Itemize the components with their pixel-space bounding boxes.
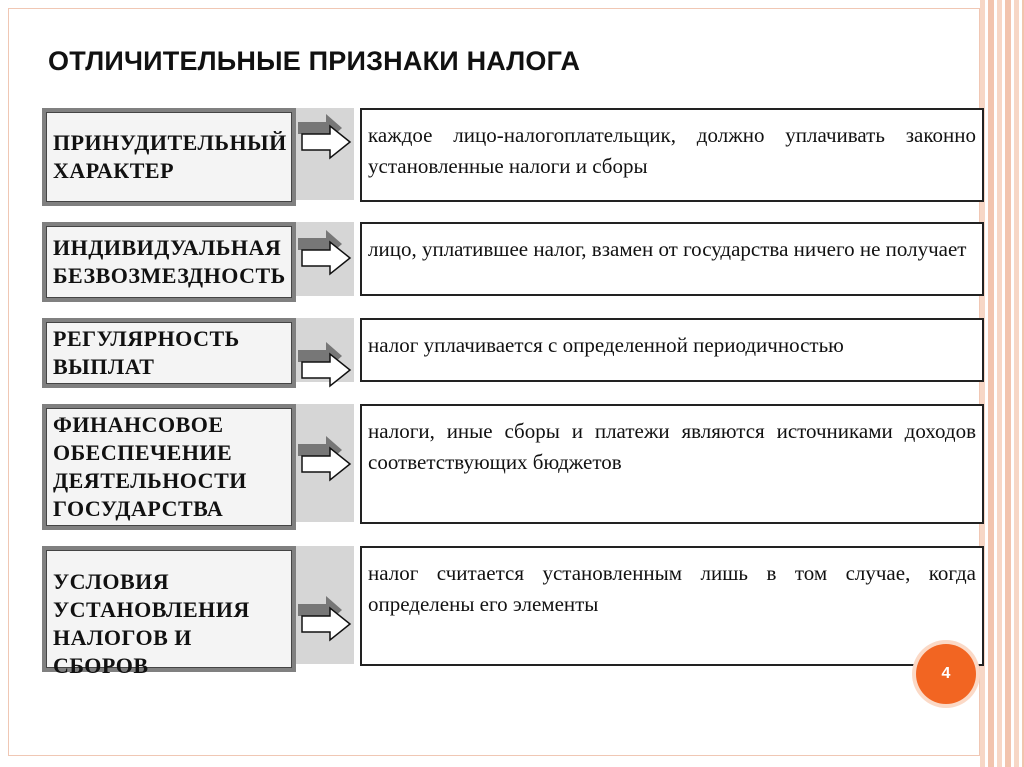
feature-description-box: лицо, уплатившее налог, взамен от госуда… — [360, 222, 984, 296]
feature-description-box: налоги, иные сборы и платежи являются ис… — [360, 404, 984, 524]
feature-label: ИНДИВИДУАЛЬНАЯ БЕЗВОЗМЕЗДНОСТЬ — [53, 235, 286, 288]
arrow-right-icon — [298, 230, 352, 276]
arrow-right-icon — [298, 114, 352, 160]
arrow-right-icon — [298, 436, 352, 482]
decorative-stripes — [980, 0, 1024, 767]
feature-label-box: УСЛОВИЯ УСТАНОВЛЕНИЯ НАЛОГОВ И СБОРОВ — [42, 546, 296, 678]
feature-description-box: налог уплачивается с определенной период… — [360, 318, 984, 382]
slide-title: ОТЛИЧИТЕЛЬНЫЕ ПРИЗНАКИ НАЛОГА — [48, 46, 581, 76]
feature-description-box: налог считается установленным лишь в том… — [360, 546, 984, 666]
feature-description: налоги, иные сборы и платежи являются ис… — [368, 419, 976, 474]
arrow-right-icon — [298, 596, 352, 642]
slide-frame — [8, 8, 980, 756]
feature-description-box: каждое лицо-налогоплательщик, должно упл… — [360, 108, 984, 202]
feature-description: налог уплачивается с определенной период… — [368, 333, 844, 357]
feature-label-box: ФИНАНСОВОЕ ОБЕСПЕЧЕНИЕ ДЕЯТЕЛЬНОСТИ ГОСУ… — [42, 404, 296, 530]
feature-description: лицо, уплатившее налог, взамен от госуда… — [368, 237, 967, 261]
feature-label: РЕГУЛЯРНОСТЬ ВЫПЛАТ — [53, 326, 240, 379]
feature-label: ПРИНУДИТЕЛЬНЫЙ ХАРАКТЕР — [53, 130, 287, 183]
feature-description: каждое лицо-налогоплательщик, должно упл… — [368, 123, 976, 178]
feature-label-box: ИНДИВИДУАЛЬНАЯ БЕЗВОЗМЕЗДНОСТЬ — [42, 222, 296, 302]
feature-label: УСЛОВИЯ УСТАНОВЛЕНИЯ НАЛОГОВ И СБОРОВ — [53, 569, 250, 678]
feature-label: ФИНАНСОВОЕ ОБЕСПЕЧЕНИЕ ДЕЯТЕЛЬНОСТИ ГОСУ… — [53, 412, 247, 521]
page-number-badge: 4 — [916, 644, 976, 704]
feature-description: налог считается установленным лишь в том… — [368, 561, 976, 616]
arrow-right-icon — [298, 342, 352, 388]
feature-label-box: ПРИНУДИТЕЛЬНЫЙ ХАРАКТЕР — [42, 108, 296, 206]
feature-label-box: РЕГУЛЯРНОСТЬ ВЫПЛАТ — [42, 318, 296, 388]
